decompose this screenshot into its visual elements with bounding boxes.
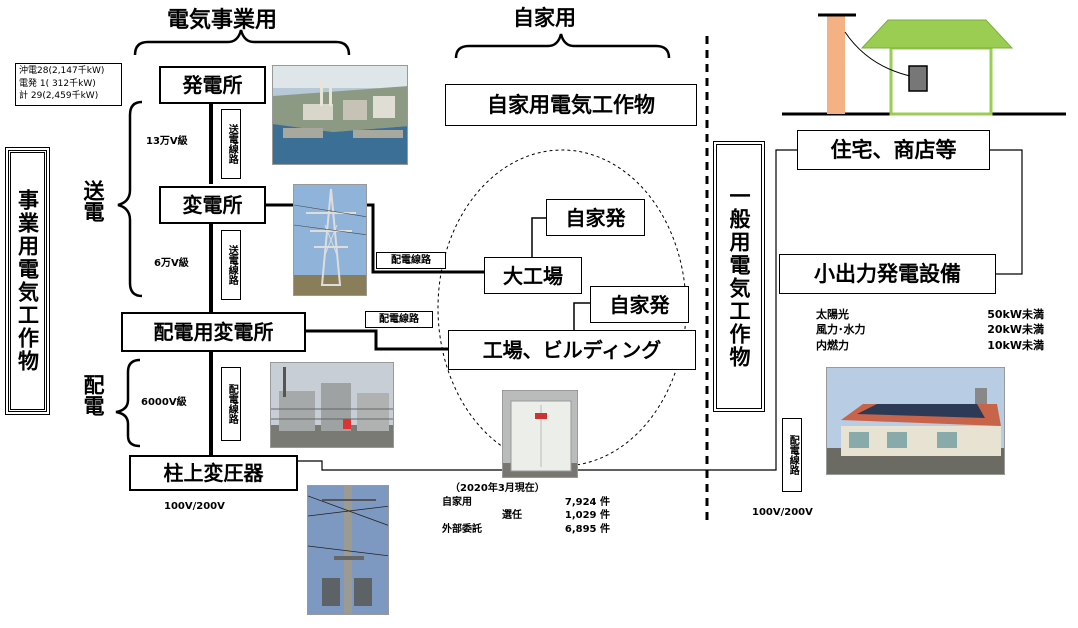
node-self-gen-1: 自家発 (546, 199, 645, 236)
node-power-plant: 発電所 (159, 66, 266, 104)
header-private: 自家用 (513, 6, 576, 30)
limit-type: 内燃力 (816, 338, 849, 352)
stats-row: 選任 1,029 件 (442, 509, 610, 523)
stats-label: 選任 (502, 510, 522, 521)
node-self-gen-2: 自家発 (590, 286, 689, 323)
line-label-distribution-building: 配電線路 (365, 311, 433, 328)
brace-private (454, 33, 671, 59)
voltage-low-right: 100V/200V (752, 507, 813, 518)
distribution-substation-photo (270, 362, 394, 448)
line-label-distribution-factory: 配電線路 (376, 252, 446, 269)
node-residence-shop: 住宅、商店等 (797, 130, 990, 170)
registration-stats: （2020年3月現在） 自家用 7,924 件 選任 1,029 件 外部委託 … (442, 482, 610, 536)
pole-transformer-photo (307, 485, 389, 615)
node-large-factory: 大工場 (484, 257, 582, 294)
section-transmission: 送電 (81, 180, 105, 222)
limit-row: 風力･水力 20kW未満 (816, 322, 1044, 337)
line-label-distribution-home: 配電線路 (782, 418, 802, 492)
voltage-60k: 6万V級 (154, 258, 189, 269)
node-small-generation: 小出力発電設備 (779, 254, 996, 294)
stats-label: 自家用 (442, 496, 472, 508)
node-distribution-substation: 配電用変電所 (121, 312, 306, 352)
line-label-transmission-1: 送電線路 (221, 109, 241, 179)
stats-row: 自家用 7,924 件 (442, 496, 610, 510)
node-substation: 変電所 (159, 186, 266, 224)
brace-utility (133, 29, 351, 56)
line-label-transmission-2: 送電線路 (221, 230, 241, 300)
brace-transmission (117, 100, 143, 298)
stats-value: 1,029 件 (564, 510, 610, 521)
voltage-low-left: 100V/200V (164, 501, 225, 512)
capacity-line-3: 計 29(2,459千kW) (19, 91, 99, 102)
capacity-box: 沖電28(2,147千kW) 電発 1( 312千kW) 計 29(2,459千… (15, 63, 122, 106)
line-label-distribution-main: 配電線路 (221, 367, 241, 441)
solar-house-photo (826, 367, 1005, 475)
limit-value: 20kW未満 (987, 323, 1044, 337)
utility-facility-label: 事業用電気工作物 (5, 147, 50, 415)
stats-label: 外部委託 (442, 523, 482, 535)
brace-distribution (115, 358, 141, 448)
limit-value: 50kW未満 (987, 308, 1044, 321)
stats-row: 外部委託 6,895 件 (442, 523, 610, 537)
limit-row: 内燃力 10kW未満 (816, 338, 1044, 353)
stats-value: 7,924 件 (564, 496, 610, 508)
transmission-tower-photo (293, 184, 367, 296)
capacity-line-2: 電発 1( 312千kW) (19, 78, 96, 89)
section-distribution: 配電 (81, 374, 105, 416)
power-plant-photo (272, 65, 408, 165)
node-private-facility: 自家用電気工作物 (445, 84, 697, 126)
stats-value: 6,895 件 (564, 523, 610, 535)
capacity-line-1: 沖電28(2,147千kW) (19, 66, 105, 76)
limit-value: 10kW未満 (987, 338, 1044, 352)
cubicle-photo (502, 390, 578, 478)
voltage-6000: 6000V級 (141, 397, 187, 408)
limit-type: 風力･水力 (816, 323, 866, 337)
small-generation-limits: 太陽光 50kW未満 風力･水力 20kW未満 内燃力 10kW未満 (816, 307, 1044, 353)
stats-as-of: （2020年3月現在） (450, 483, 545, 494)
general-facility-label: 一般用電気工作物 (713, 141, 765, 412)
node-factory-building: 工場、ビルディング (448, 330, 696, 370)
limit-row: 太陽光 50kW未満 (816, 307, 1044, 322)
node-pole-transformer: 柱上変圧器 (129, 455, 298, 491)
voltage-130k: 13万V級 (146, 136, 188, 147)
header-utility: 電気事業用 (167, 8, 278, 33)
limit-type: 太陽光 (816, 308, 849, 321)
